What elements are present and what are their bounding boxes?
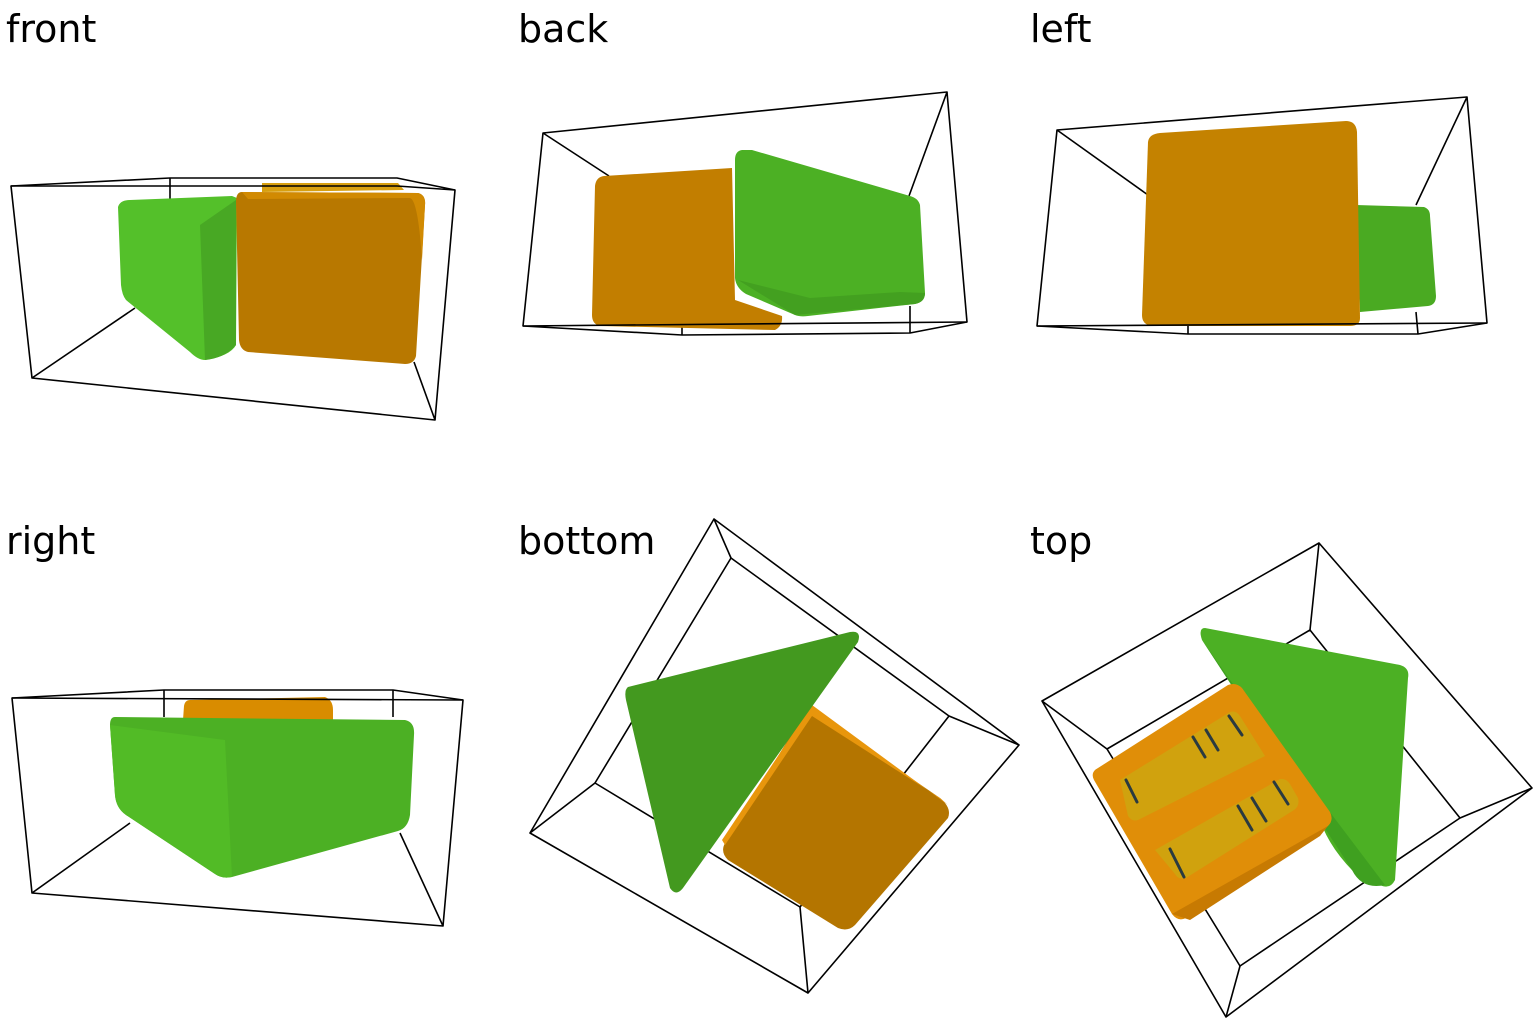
top-prism	[1200, 628, 1409, 887]
bottom-view	[529, 518, 1020, 994]
right-view	[11, 689, 464, 927]
back-view	[522, 91, 968, 336]
view-label-bottom: bottom	[518, 519, 656, 563]
front-view	[10, 177, 456, 421]
view-label-front: front	[6, 7, 97, 51]
left-cube	[1142, 121, 1360, 326]
front-cube	[236, 192, 426, 364]
view-label-left: left	[1030, 7, 1092, 51]
bottom-cube	[723, 710, 949, 930]
top-cube	[1092, 684, 1332, 920]
top-view	[1041, 542, 1533, 1018]
view-label-right: right	[6, 519, 96, 563]
bottom-bbox-outer	[529, 518, 1020, 994]
left-view	[1036, 96, 1488, 335]
view-label-back: back	[518, 7, 609, 51]
back-prism	[735, 150, 925, 317]
top-cube-panel-1	[1120, 711, 1265, 821]
top-cube-marks	[1124, 714, 1290, 879]
back-cube	[592, 168, 783, 330]
top-bbox-outer	[1041, 542, 1533, 1018]
view-label-top: top	[1030, 519, 1093, 563]
top-cube-panel-2	[1155, 778, 1299, 879]
bottom-prism	[625, 631, 859, 893]
front-bbox-back-edges	[31, 178, 436, 421]
left-prism	[1356, 205, 1436, 312]
